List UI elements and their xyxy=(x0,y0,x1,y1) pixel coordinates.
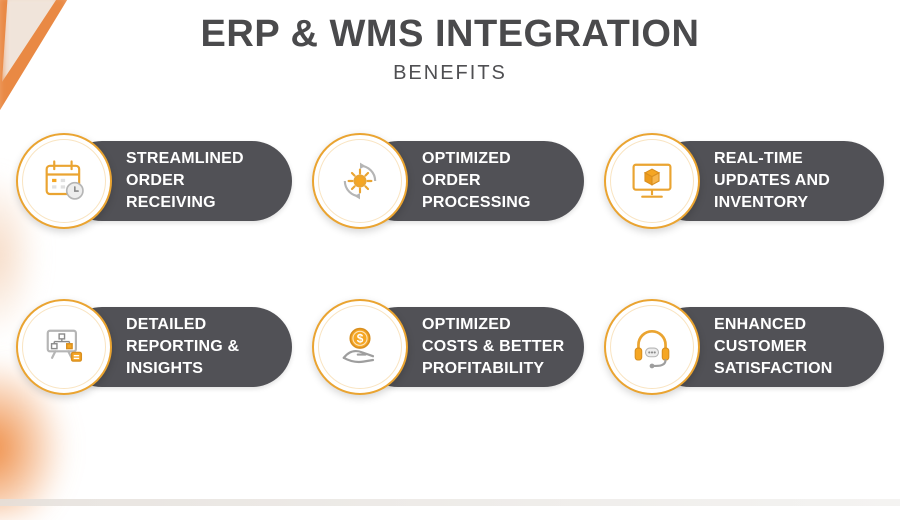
benefit-label: REAL-TIME UPDATES AND INVENTORY xyxy=(714,150,830,211)
benefit-label: OPTIMIZED ORDER PROCESSING xyxy=(422,150,531,211)
benefit-icon-circle xyxy=(16,298,112,395)
benefit-icon-circle xyxy=(16,132,112,229)
benefit-card-costs-profitability: OPTIMIZED COSTS & BETTER PROFITABILITY $ xyxy=(312,298,584,395)
benefit-label: ENHANCED CUSTOMER SATISFACTION xyxy=(714,316,833,377)
process-gears-icon xyxy=(343,162,377,200)
svg-text:$: $ xyxy=(357,331,364,345)
benefits-grid: STREAMLINED ORDER RECEIVING OPTIMIZED OR… xyxy=(0,132,900,395)
benefit-label: DETAILED REPORTING & INSIGHTS xyxy=(126,316,240,377)
benefit-card-reporting-insights: DETAILED REPORTING & INSIGHTS xyxy=(16,298,292,395)
hand-coin-icon: $ xyxy=(342,327,375,363)
benefit-label: OPTIMIZED COSTS & BETTER PROFITABILITY xyxy=(422,316,565,377)
headset-support-icon xyxy=(634,329,670,369)
benefit-card-realtime-inventory: REAL-TIME UPDATES AND INVENTORY xyxy=(604,132,884,229)
benefit-icon-circle xyxy=(604,298,700,395)
benefit-label: STREAMLINED ORDER RECEIVING xyxy=(126,150,244,211)
benefit-card-order-processing: OPTIMIZED ORDER PROCESSING xyxy=(312,132,584,229)
calendar-clock-icon xyxy=(45,160,84,200)
bottom-edge-strip xyxy=(0,499,900,506)
benefit-icon-circle xyxy=(604,132,700,229)
benefit-card-customer-satisfaction: ENHANCED CUSTOMER SATISFACTION xyxy=(604,298,884,395)
report-diagram-icon xyxy=(46,329,83,362)
benefit-icon-circle xyxy=(312,132,408,229)
header: ERP & WMS INTEGRATION BENEFITS xyxy=(0,0,900,85)
benefit-card-order-receiving: STREAMLINED ORDER RECEIVING xyxy=(16,132,292,229)
benefit-icon-circle: $ xyxy=(312,298,408,395)
page-subtitle: BENEFITS xyxy=(393,61,507,84)
page-title: ERP & WMS INTEGRATION xyxy=(200,13,700,55)
monitor-package-icon xyxy=(632,163,672,198)
